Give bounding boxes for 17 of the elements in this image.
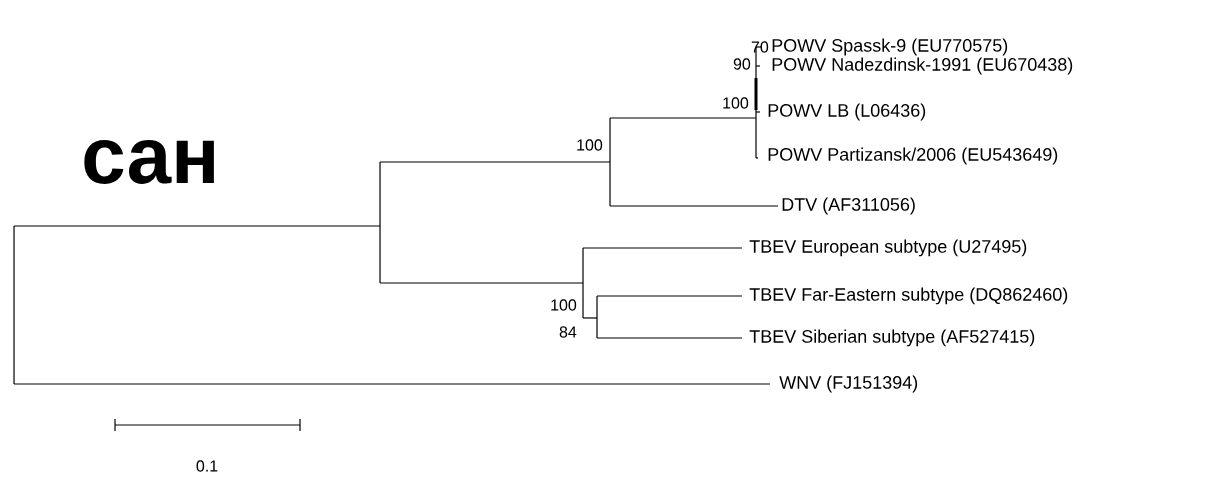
support-value: 100 (551, 299, 577, 311)
support-value: 100 (577, 139, 603, 151)
taxon-label: POWV Spassk-9 (EU770575) (772, 38, 1008, 56)
heading-fragment: сан (84, 140, 214, 184)
taxon-label: TBEV Siberian subtype (AF527415) (749, 329, 1035, 347)
taxon-label: TBEV Far-Eastern subtype (DQ862460) (749, 287, 1068, 305)
support-value: 100 (723, 97, 749, 109)
taxon-label: POWV Partizansk/2006 (EU543649) (768, 147, 1058, 165)
taxon-label: TBEV European subtype (U27495) (749, 239, 1027, 257)
taxon-label: DTV (AF311056) (782, 197, 915, 215)
support-value: 70 (751, 41, 769, 53)
taxon-label: POWV LB (L06436) (768, 103, 926, 121)
taxon-label: POWV Nadezdinsk-1991 (EU670438) (772, 57, 1073, 75)
taxon-label: WNV (FJ151394) (779, 375, 918, 393)
scale-value: 0.1 (196, 460, 218, 472)
support-value: 90 (733, 58, 751, 70)
support-value: 84 (559, 326, 577, 338)
